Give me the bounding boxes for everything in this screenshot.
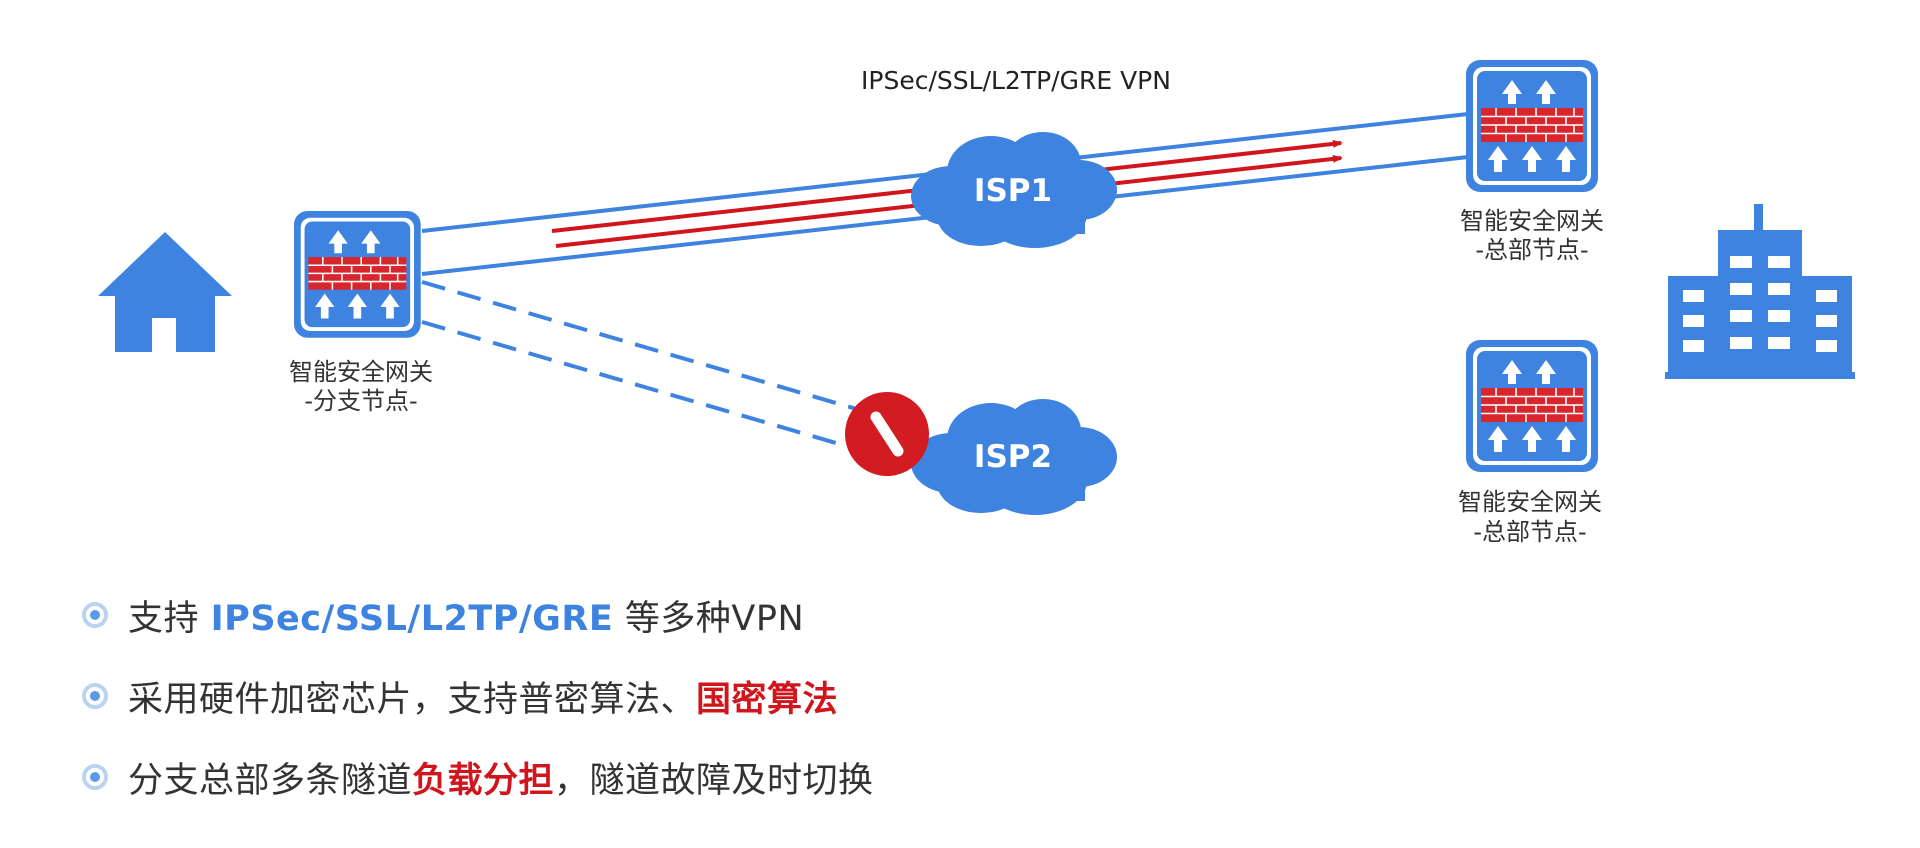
hq-gateway-2-icon[interactable] [1465,339,1599,473]
feature-item-load-balancing: 分支总部多条隧道负载分担，隧道故障及时切换 [82,747,874,807]
building-icon [1665,204,1855,379]
feature-text-before: 采用硬件加密芯片，支持普密算法、 [128,679,697,720]
feature-text-after: ，隧道故障及时切换 [554,760,874,801]
isp1-label: ISP1 [974,173,1052,209]
branch-gateway-label-line1: 智能安全网关 [289,358,433,386]
bullet-icon [82,683,108,709]
hq-gateway-2-label-line2: -总部节点- [1473,518,1586,546]
feature-text-highlight: 负载分担 [412,760,555,801]
hq-gateway-2-label-line1: 智能安全网关 [1458,488,1602,516]
hq-gateway-1-icon[interactable] [1465,59,1599,193]
no-entry-icon [845,392,929,476]
hq-gateway-1-label-line2: -总部节点- [1475,236,1588,264]
tunnel-dashed-lines [421,280,861,452]
feature-text-before: 支持 [128,598,211,639]
vpn-protocols-label: IPSec/SSL/L2TP/GRE VPN [861,66,1171,95]
house-icon [98,232,232,352]
branch-gateway-icon[interactable] [293,210,422,339]
feature-text-after: 等多种VPN [613,598,805,639]
hq-gateway-1-label-line1: 智能安全网关 [1460,207,1604,235]
bullet-icon [82,764,108,790]
feature-text-before: 分支总部多条隧道 [128,760,413,801]
feature-text-highlight: IPSec/SSL/L2TP/GRE [210,598,614,639]
feature-item-vpn-protocols: 支持 IPSec/SSL/L2TP/GRE 等多种VPN [82,585,804,645]
feature-text-highlight: 国密算法 [696,679,839,720]
feature-item-encryption: 采用硬件加密芯片，支持普密算法、国密算法 [82,666,838,726]
branch-gateway-label-line2: -分支节点- [304,387,417,415]
bullet-icon [82,602,108,628]
isp2-label: ISP2 [974,439,1052,475]
